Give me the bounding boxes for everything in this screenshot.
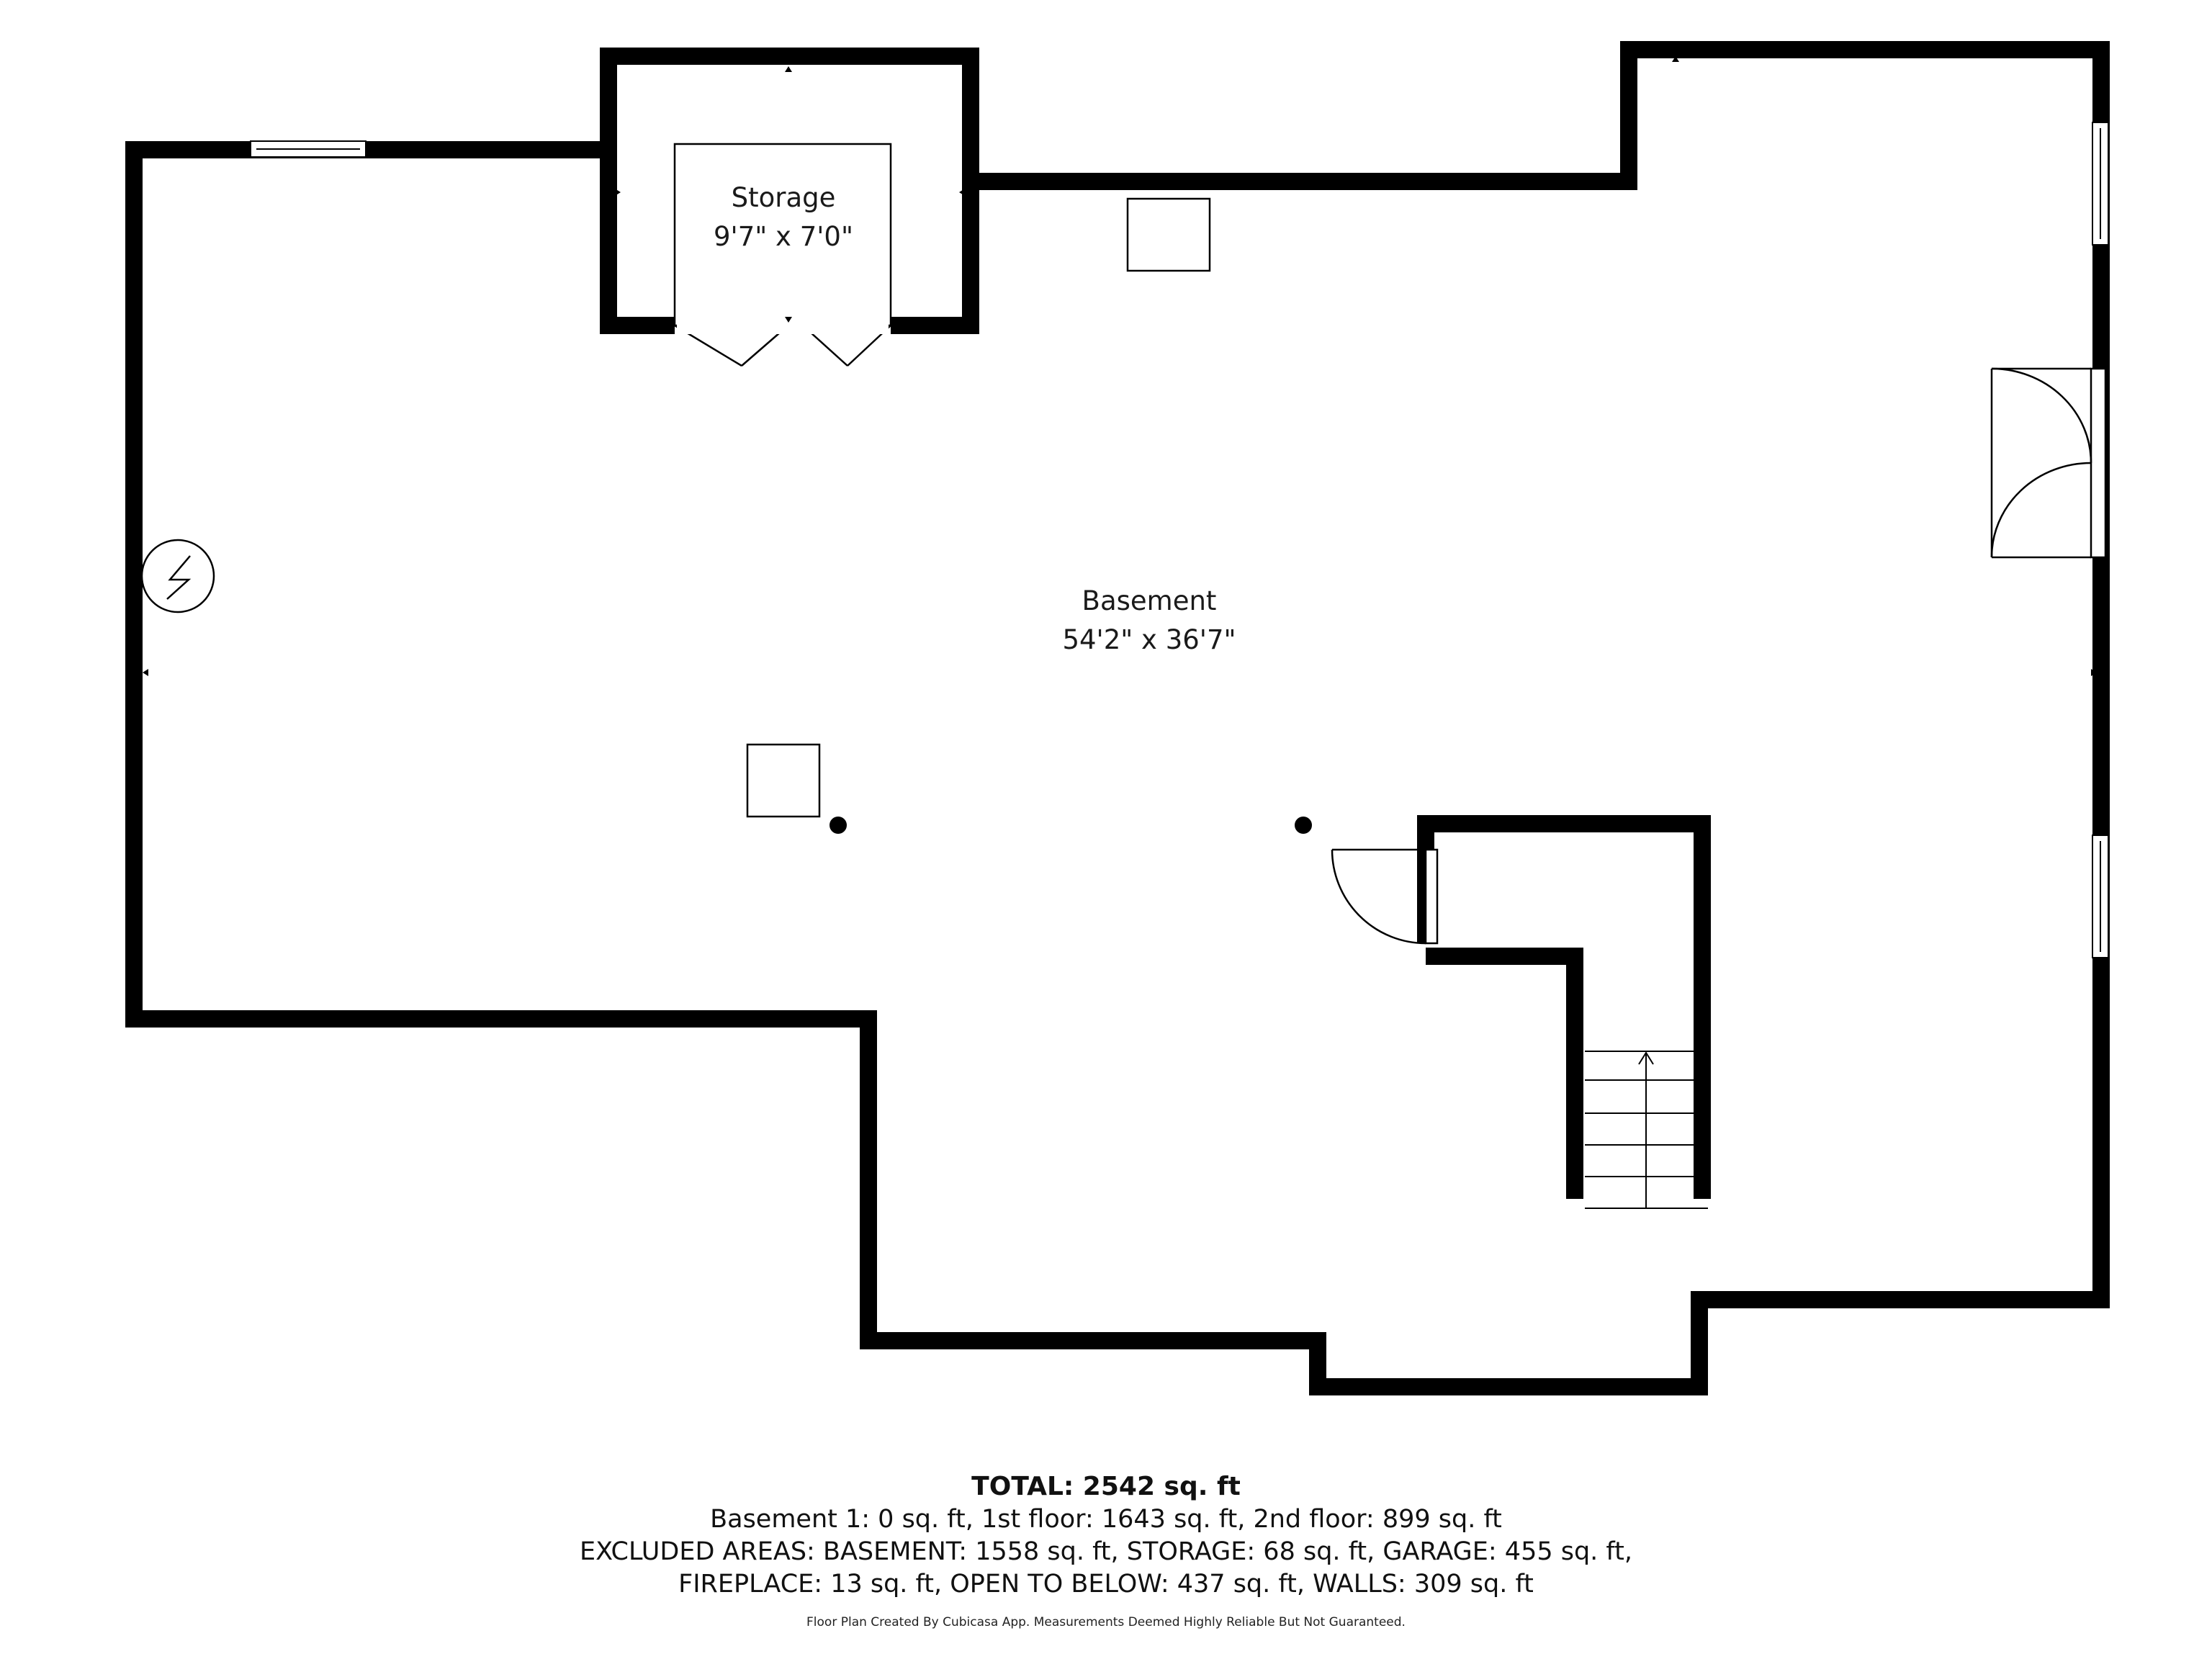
room-dimensions: 54'2" x 36'7" <box>1062 624 1236 655</box>
excluded-areas-continued: FIREPLACE: 13 sq. ft, OPEN TO BELOW: 437… <box>678 1570 1534 1599</box>
stair-door <box>1331 848 1439 945</box>
room-name: Basement <box>1082 585 1217 616</box>
double-door-right <box>1990 367 2107 559</box>
total-area: TOTAL: 2542 sq. ft <box>971 1472 1241 1501</box>
windows <box>250 122 2109 958</box>
exterior-walls <box>125 41 2110 1395</box>
room-label-storage: Storage 9'7" x 7'0" <box>714 179 853 256</box>
room-label-basement: Basement 54'2" x 36'7" <box>1062 582 1236 659</box>
post-left <box>830 817 847 834</box>
column-box <box>746 743 821 818</box>
stairs <box>1585 1051 1708 1209</box>
electrical-panel-icon <box>140 539 215 613</box>
area-summary: TOTAL: 2542 sq. ft Basement 1: 0 sq. ft,… <box>0 1470 2212 1629</box>
exterior-wall-outline <box>125 41 2110 1395</box>
disclaimer: Floor Plan Created By Cubicasa App. Meas… <box>806 1615 1406 1629</box>
floor-areas: Basement 1: 0 sq. ft, 1st floor: 1643 sq… <box>710 1505 1502 1534</box>
stairs-up-arrow-icon <box>1638 1051 1654 1065</box>
chimney-box <box>1126 197 1211 272</box>
storage-walls <box>600 150 979 334</box>
room-dimensions: 9'7" x 7'0" <box>714 220 853 252</box>
wall-markers <box>143 56 2097 1384</box>
stair-enclosure-walls <box>1417 815 1711 1199</box>
post-right <box>1295 817 1312 834</box>
room-name: Storage <box>731 182 836 213</box>
excluded-areas: EXCLUDED AREAS: BASEMENT: 1558 sq. ft, S… <box>580 1537 1632 1566</box>
